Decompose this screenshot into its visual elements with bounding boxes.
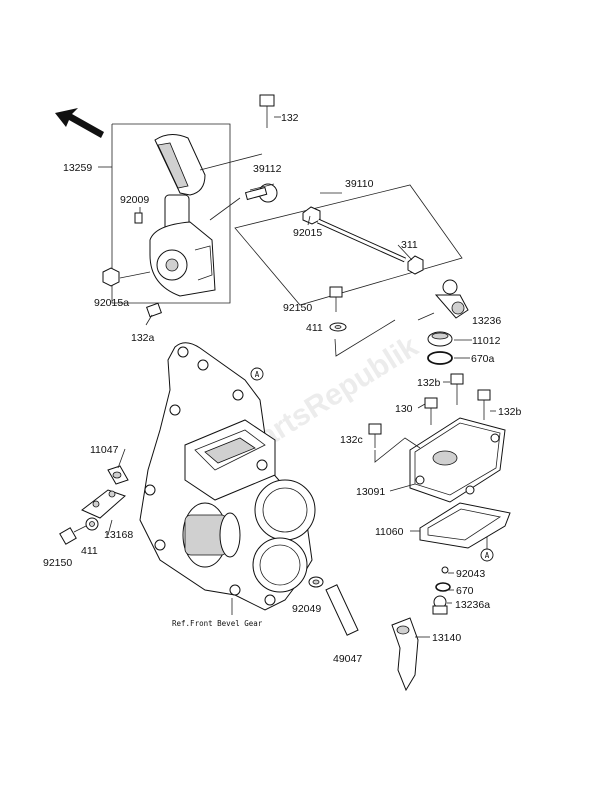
crankcase xyxy=(139,342,316,615)
callout-label: 11012 xyxy=(472,335,501,347)
callout-label: 92049 xyxy=(292,603,321,615)
callout-label: 92015a xyxy=(94,297,129,309)
callout-label: 92009 xyxy=(120,194,149,206)
callout-label: 132 xyxy=(281,112,299,124)
shaft-parts-lower xyxy=(432,566,451,615)
callout-label: 13259 xyxy=(63,162,92,174)
callout-label: 11060 xyxy=(375,526,404,538)
direction-arrow-icon xyxy=(55,108,104,138)
callout-label: 49047 xyxy=(333,653,362,665)
ref-marker-a-upper: A xyxy=(250,367,264,381)
shift-lever-assembly xyxy=(102,94,275,326)
svg-text:A: A xyxy=(255,370,260,379)
shift-drum-cover xyxy=(368,373,506,503)
callout-label: 132b xyxy=(417,377,441,389)
clamp-11047 xyxy=(107,465,129,485)
callout-label: 411 xyxy=(81,545,98,557)
bolt-washer-top xyxy=(329,286,396,357)
svg-text:A: A xyxy=(485,551,490,560)
callout-labels: 132 39112 39110 13259 92009 92015 311 92… xyxy=(43,112,522,665)
callout-label: 13091 xyxy=(356,486,385,498)
callout-label: 13168 xyxy=(104,529,133,541)
callout-label: 92015 xyxy=(293,227,322,239)
callout-label: 311 xyxy=(401,239,418,251)
ref-marker-a-lower: A xyxy=(480,536,494,562)
callout-label: 13236 xyxy=(472,315,501,327)
callout-label: 411 xyxy=(306,322,323,334)
callout-label: 92150 xyxy=(283,302,312,314)
reference-note: Ref.Front Bevel Gear xyxy=(172,619,263,628)
leader-lines xyxy=(98,116,496,638)
callout-label: 670a xyxy=(471,353,495,365)
callout-label: 92043 xyxy=(456,568,485,580)
callout-label: 132b xyxy=(498,406,522,418)
gasket-11060 xyxy=(419,502,511,549)
shift-rod-assembly xyxy=(234,183,463,306)
plate-13168 xyxy=(59,489,126,545)
shift-shaft-lever xyxy=(434,279,469,319)
callout-label: 92150 xyxy=(43,557,72,569)
callout-label: 11047 xyxy=(90,444,119,456)
callout-label: 670 xyxy=(456,585,474,597)
callout-label: 13236a xyxy=(455,599,490,611)
callout-label: 13140 xyxy=(432,632,461,644)
shaft-49047 xyxy=(308,576,359,636)
callout-label: 39112 xyxy=(253,163,282,175)
oil-seal-o-ring xyxy=(427,331,453,365)
callout-label: 130 xyxy=(395,403,413,415)
callout-label: 39110 xyxy=(345,178,374,190)
callout-label: 132c xyxy=(340,434,363,446)
callout-label: 132a xyxy=(131,332,155,344)
shift-fork-13140 xyxy=(391,617,419,692)
